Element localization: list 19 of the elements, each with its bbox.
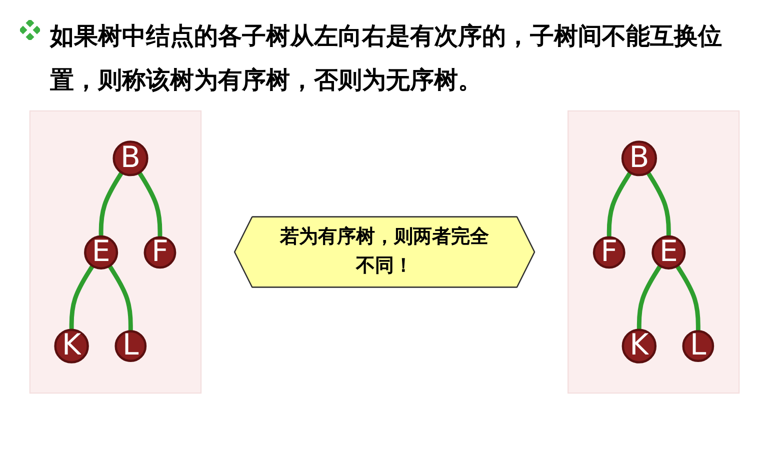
node-circle: F	[592, 236, 626, 269]
connector	[108, 264, 133, 332]
node-circle: B	[621, 140, 657, 176]
node-circle: E	[652, 235, 686, 270]
connector	[137, 171, 162, 238]
cluster	[568, 110, 740, 394]
cluster	[29, 110, 202, 394]
connector	[606, 171, 632, 238]
node-circle: L	[114, 330, 147, 362]
title: 如果树中结点的各子树从左向右是有次序的，子树间不能互换位置，则称该树为有序树，否则为无序树。	[50, 21, 723, 96]
node-circle: E	[84, 235, 118, 270]
connector	[675, 264, 700, 332]
node-circle: F	[144, 236, 176, 269]
node-circle: L	[682, 330, 714, 362]
connector	[636, 264, 662, 330]
node-circle: B	[112, 140, 148, 176]
connector	[646, 171, 671, 237]
connector	[69, 264, 94, 330]
connector	[98, 171, 124, 237]
